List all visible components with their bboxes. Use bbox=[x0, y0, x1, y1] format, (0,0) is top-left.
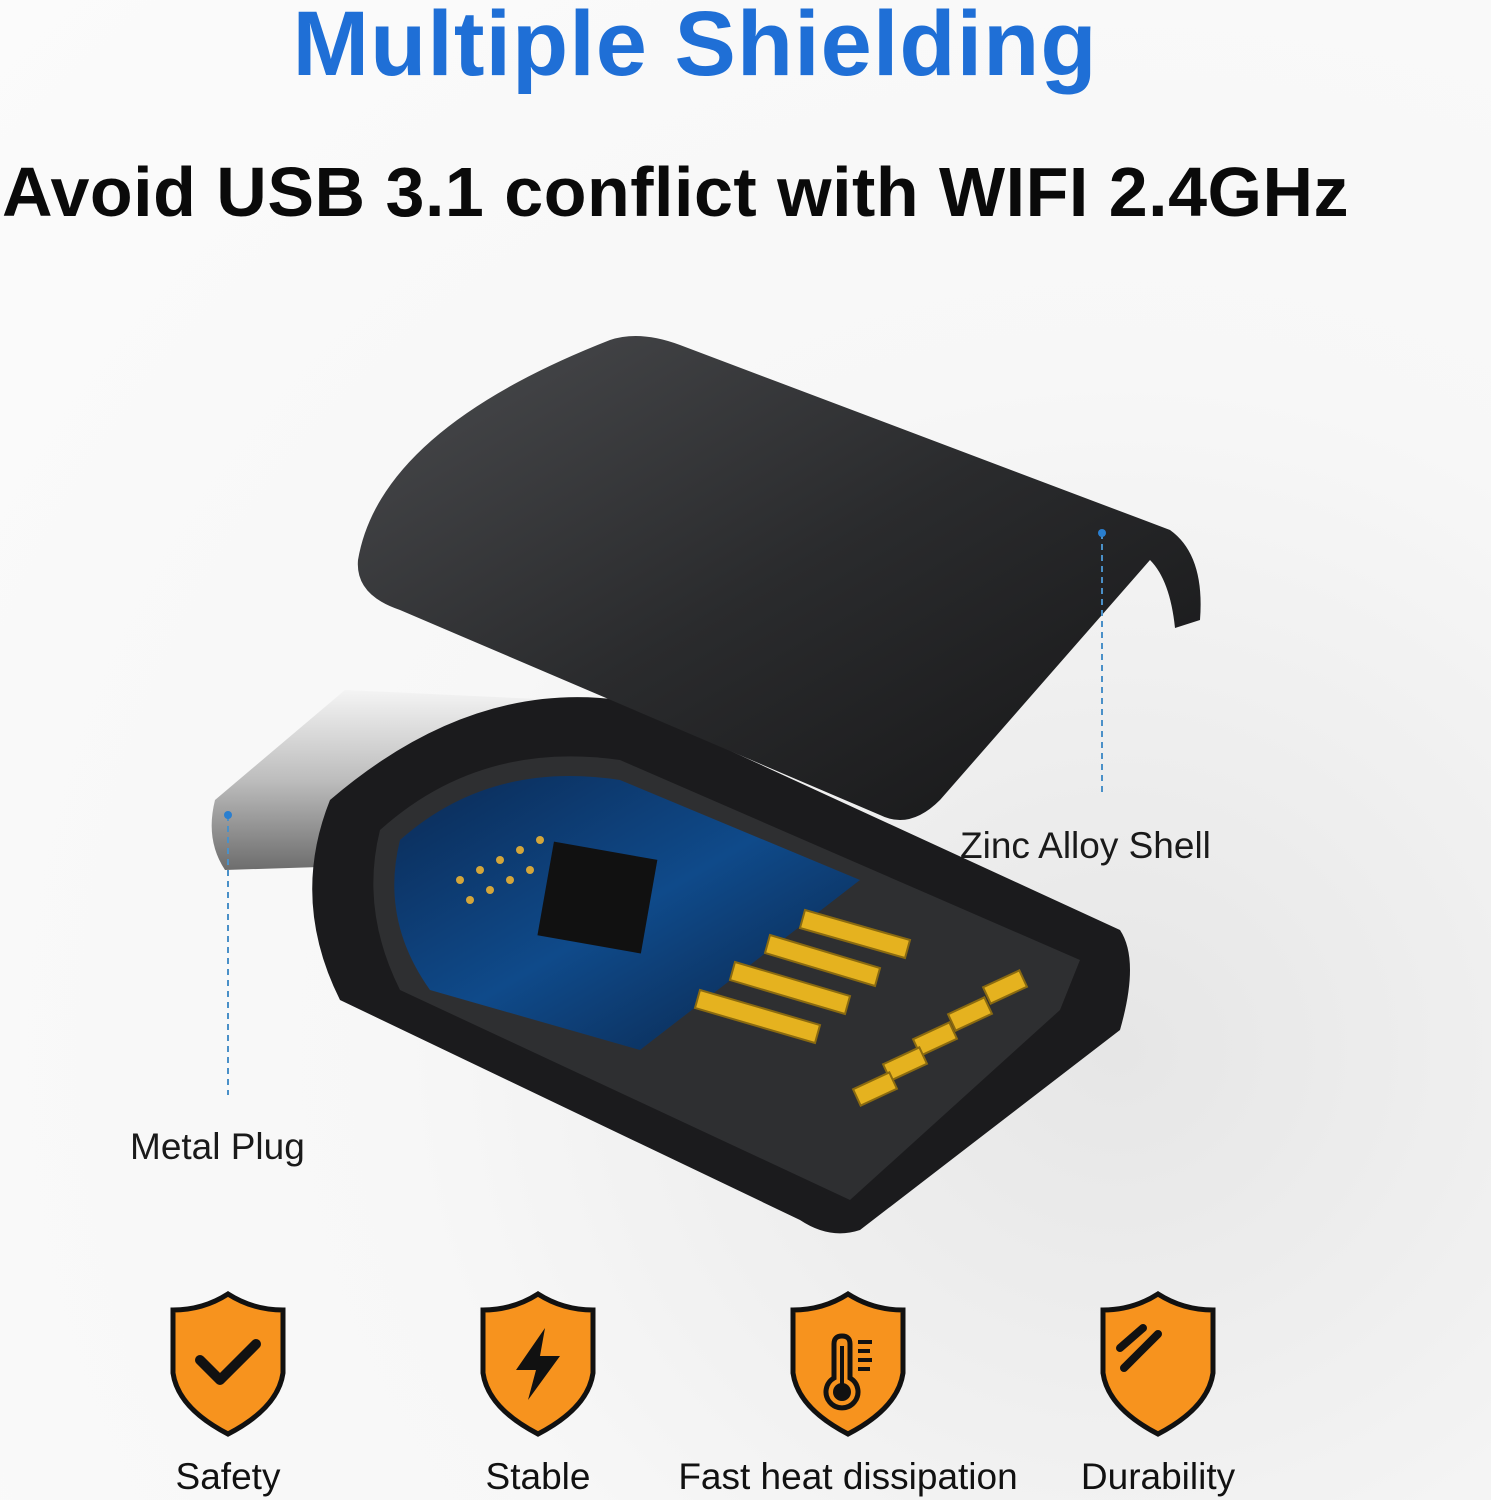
page-subtitle: Avoid USB 3.1 conflict with WIFI 2.4GHz bbox=[2, 153, 1350, 231]
zinc-alloy-shell bbox=[357, 336, 1201, 820]
feature-label: Safety bbox=[175, 1456, 281, 1497]
feature-heat-dissipation: Fast heat dissipation bbox=[678, 1288, 1018, 1498]
usb-contacts bbox=[693, 908, 1029, 1107]
feature-safety: Safety bbox=[58, 1288, 398, 1498]
feature-durability: Durability bbox=[988, 1288, 1328, 1498]
circuit-board bbox=[394, 776, 860, 1050]
page-title: Multiple Shielding bbox=[292, 0, 1098, 95]
feature-stable: Stable bbox=[368, 1288, 708, 1498]
feature-label: Fast heat dissipation bbox=[678, 1456, 1018, 1497]
shield-thermometer-icon bbox=[790, 1291, 906, 1437]
plug-label: Metal Plug bbox=[130, 1126, 305, 1167]
shell-label: Zinc Alloy Shell bbox=[960, 825, 1211, 866]
shield-check-icon bbox=[170, 1291, 286, 1437]
usb-adapter-illustration bbox=[211, 336, 1201, 1234]
shield-slash-icon bbox=[1100, 1291, 1216, 1437]
feature-label: Stable bbox=[485, 1456, 591, 1497]
shield-lightning-icon bbox=[480, 1291, 596, 1437]
feature-label: Durability bbox=[1080, 1456, 1236, 1497]
